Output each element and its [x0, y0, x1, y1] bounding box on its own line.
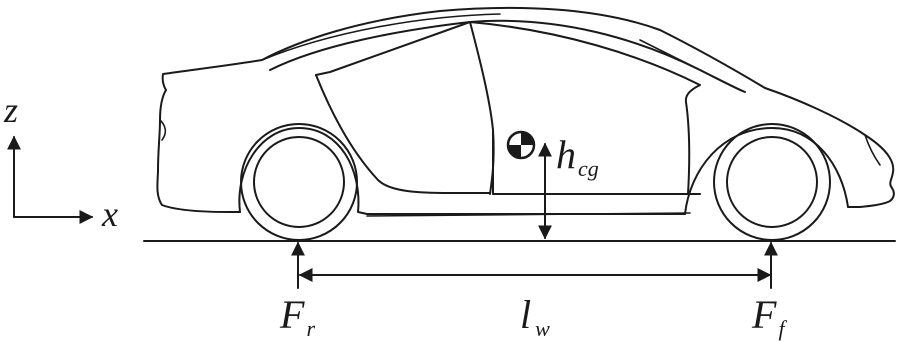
center-of-gravity-icon	[506, 130, 536, 160]
z-axis-label: z	[3, 90, 18, 130]
front-force-label: Ff	[751, 292, 787, 341]
rear-wheel	[240, 123, 358, 241]
rear-force-label: Fr	[279, 292, 315, 341]
front-wheel	[713, 123, 831, 241]
cg-height-label: hcg	[556, 132, 599, 181]
car-body	[156, 6, 895, 217]
x-axis-label: x	[101, 194, 118, 234]
coordinate-axes: z x	[3, 90, 118, 234]
